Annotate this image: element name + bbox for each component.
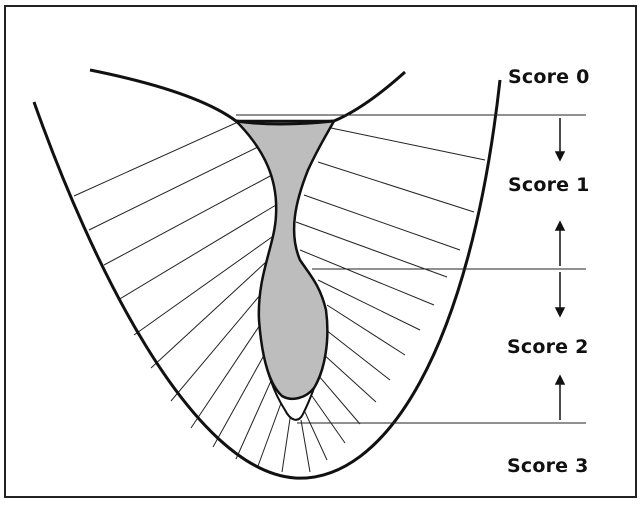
score-1-label: Score 1	[508, 174, 590, 196]
left-hatch-lines	[73, 121, 292, 473]
score-0-label: Score 0	[508, 66, 590, 88]
score-2-label: Score 2	[507, 336, 589, 358]
upper-lip-curve	[89, 68, 407, 126]
arrow-score2-up	[554, 374, 566, 420]
right-hatch-lines	[295, 127, 486, 473]
outer-curve	[32, 79, 502, 480]
arrow-score2-down	[554, 272, 566, 318]
arrow-score0-down	[554, 118, 566, 162]
figure-frame	[4, 5, 637, 498]
arrow-score1-up	[554, 220, 566, 266]
score-3-label: Score 3	[507, 455, 589, 477]
cleft-filled-region	[232, 119, 337, 400]
